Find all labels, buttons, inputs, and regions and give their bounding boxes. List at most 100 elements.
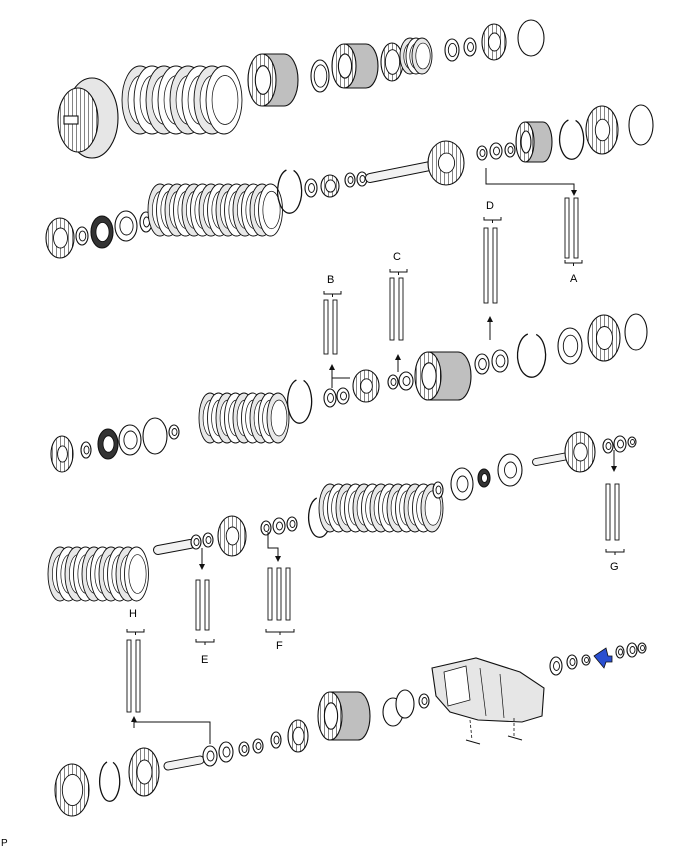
ring-inner-edge bbox=[504, 461, 517, 479]
washer-row4c bbox=[260, 520, 272, 536]
leader-to-detail-h bbox=[131, 716, 137, 728]
leader-to-detail-g bbox=[611, 450, 617, 472]
bearing-row4 bbox=[450, 467, 474, 501]
callout-label-d: D bbox=[486, 200, 494, 212]
drum-bore bbox=[254, 65, 272, 95]
clutch-plate-bore bbox=[270, 399, 288, 437]
ring-inner-edge bbox=[495, 354, 506, 368]
ring-inner-edge bbox=[313, 64, 328, 88]
washer-row5d bbox=[252, 738, 264, 754]
leader-h-horizontal bbox=[134, 721, 211, 744]
ring-inner-edge bbox=[255, 742, 262, 750]
bearing-row1 bbox=[444, 38, 460, 62]
detail-b-washers bbox=[323, 299, 338, 355]
washer-row4d bbox=[272, 517, 286, 535]
washer-row5 bbox=[202, 745, 218, 767]
ring-outer-edge bbox=[517, 19, 545, 57]
ring-outer-edge bbox=[142, 417, 168, 455]
leader-to-detail-b bbox=[329, 364, 335, 378]
washer-row1 bbox=[463, 37, 477, 57]
detail-g-washers bbox=[605, 483, 620, 541]
washer-row2c bbox=[344, 172, 356, 188]
bracket-detail-b bbox=[323, 291, 342, 297]
snap-ring-row2c bbox=[628, 104, 654, 146]
washer-row3h bbox=[491, 349, 509, 373]
bracket-detail-c bbox=[389, 269, 408, 275]
washer-profile bbox=[204, 579, 210, 631]
sun-gear-shaft-row4 bbox=[153, 539, 195, 555]
hub-row1 bbox=[380, 42, 404, 82]
washer-row2e bbox=[476, 145, 488, 161]
snap-ring-row1 bbox=[517, 19, 545, 57]
nut-row5 bbox=[615, 645, 625, 659]
ring-inner-edge bbox=[493, 146, 500, 156]
ring-inner-edge bbox=[205, 536, 212, 544]
washer-row5e bbox=[270, 731, 282, 749]
ring-inner-edge bbox=[273, 735, 280, 745]
snap-ring-row3 bbox=[142, 417, 168, 455]
one-way-clutch-row2 bbox=[90, 215, 114, 249]
ring-inner-edge bbox=[171, 428, 178, 436]
callout-label-e: E bbox=[201, 654, 208, 666]
clutch-drum-row1 bbox=[247, 53, 299, 107]
ring-inner-edge bbox=[325, 179, 336, 193]
clutch-drum-row3b bbox=[557, 327, 583, 365]
ring-inner-edge bbox=[347, 176, 354, 184]
transmission-case-assembly bbox=[431, 657, 545, 745]
ring-inner-edge bbox=[263, 524, 270, 532]
ring-inner-edge bbox=[384, 49, 401, 75]
ring-inner-edge bbox=[437, 152, 456, 174]
detail-h-washers bbox=[126, 639, 141, 713]
callout-label-c: C bbox=[393, 251, 401, 263]
planetary-row4b bbox=[497, 453, 523, 487]
ring-inner-edge bbox=[225, 526, 240, 546]
clutch-drum-row3 bbox=[414, 351, 472, 401]
ring-inner-edge bbox=[630, 439, 635, 445]
intermediate-shaft bbox=[365, 161, 435, 183]
leader-to-detail-f bbox=[267, 532, 281, 562]
washer-row2g bbox=[504, 142, 516, 158]
output-shaft-row4 bbox=[532, 452, 572, 466]
ring-inner-edge bbox=[618, 648, 623, 656]
ring-inner-edge bbox=[562, 334, 579, 358]
detail-a-washers bbox=[564, 197, 579, 259]
washer-row5h bbox=[626, 642, 638, 658]
ring-inner-edge bbox=[193, 538, 200, 546]
ring-inner-edge bbox=[435, 485, 442, 495]
leader-arrowhead bbox=[487, 316, 493, 322]
washer-profile bbox=[332, 299, 338, 355]
leader-arrowhead bbox=[571, 190, 577, 196]
ring-inner-edge bbox=[456, 475, 469, 493]
case-mount-clips bbox=[465, 735, 523, 745]
ring-inner-edge bbox=[478, 358, 487, 370]
clutch-drum-row1b bbox=[331, 43, 379, 89]
detail-d-washers bbox=[483, 227, 498, 304]
leader-arrowhead bbox=[275, 556, 281, 562]
plate-pack-row1b bbox=[399, 37, 433, 75]
detail-f-washers bbox=[267, 567, 282, 621]
washer-profile bbox=[195, 579, 201, 631]
bracket-detail-e bbox=[195, 639, 215, 645]
figure-code: P bbox=[1, 838, 8, 849]
shaft-body bbox=[533, 453, 571, 465]
gear-row3 bbox=[50, 435, 74, 473]
case-rib-line bbox=[479, 667, 487, 717]
ring-inner-edge bbox=[222, 746, 231, 758]
washer-row3 bbox=[80, 441, 92, 459]
washer-profile bbox=[126, 639, 132, 713]
hub-row3 bbox=[352, 369, 380, 403]
ring-outer-edge bbox=[624, 313, 648, 351]
case-mount-dashed-lines bbox=[469, 718, 515, 741]
ring-inner-edge bbox=[447, 42, 458, 58]
snap-ring-row2 bbox=[276, 169, 303, 214]
parts-layer bbox=[45, 19, 654, 817]
ring-inner-edge bbox=[78, 230, 87, 242]
callout-label-g: G bbox=[610, 561, 619, 573]
drum-housing-row5 bbox=[317, 691, 371, 741]
ring-inner-edge bbox=[83, 445, 90, 455]
ring-gear-row2 bbox=[515, 121, 553, 163]
washer-row5c bbox=[238, 741, 250, 757]
ring-inner-edge bbox=[359, 175, 366, 183]
snap-ring-row3 bbox=[286, 379, 313, 424]
ring-inner-edge bbox=[360, 378, 373, 394]
